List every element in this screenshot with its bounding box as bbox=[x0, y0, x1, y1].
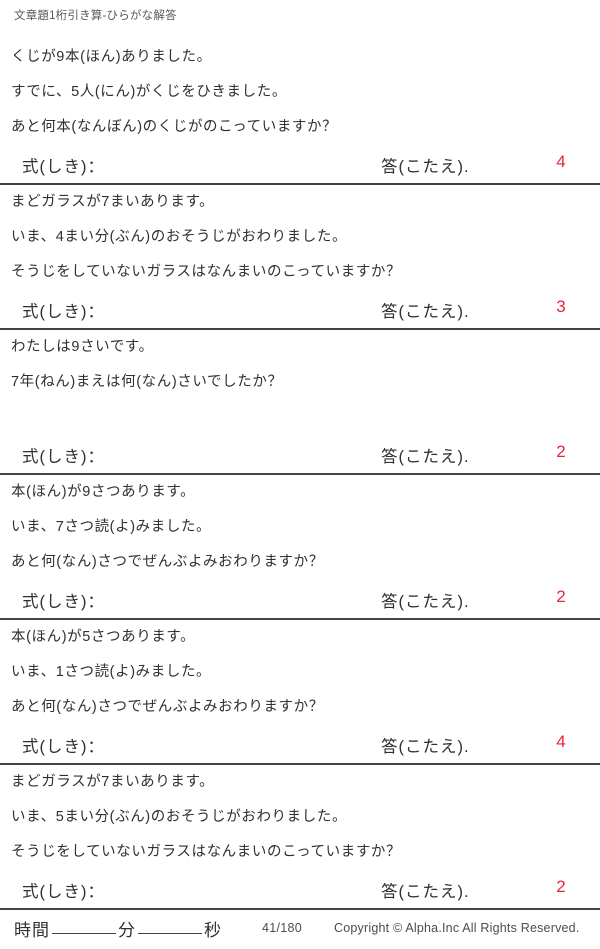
answer-row: 式(しき)： 答(こたえ). 4 bbox=[0, 147, 600, 185]
question-line: そうじをしていないガラスはなんまいのこっていますか？ bbox=[11, 844, 402, 860]
formula-label: 式(しき)： bbox=[22, 303, 105, 321]
question-line: そうじをしていないガラスはなんまいのこっていますか？ bbox=[11, 264, 402, 280]
question-text: 本(ほん)が5さつあります。いま、1さつ読(よ)みました。あと何(なん)さつでぜ… bbox=[0, 620, 600, 727]
answer-row: 式(しき)： 答(こたえ). 4 bbox=[0, 727, 600, 765]
answer-row: 式(しき)： 答(こたえ). 2 bbox=[0, 437, 600, 475]
formula-label: 式(しき)： bbox=[22, 448, 105, 466]
answer-row: 式(しき)： 答(こたえ). 2 bbox=[0, 582, 600, 620]
seconds-blank[interactable] bbox=[138, 933, 202, 934]
answer-value: 4 bbox=[556, 152, 566, 171]
time-record-field: 時間 分 秒 bbox=[14, 916, 222, 941]
copyright-notice: Copyright © Alpha.Inc All Rights Reserve… bbox=[334, 921, 580, 935]
problem-block: わたしは9さいです。 7年(ねん)まえは何(なん)さいでしたか？ 式(しき)： 答(こ… bbox=[0, 330, 600, 475]
answer-label: 答(こたえ). bbox=[381, 738, 470, 756]
question-line: あと何(なん)さつでぜんぶよみおわりますか？ bbox=[11, 699, 324, 715]
question-text: まどガラスが7まいあります。いま、5まい分(ぶん)のおそうじがおわりました。そう… bbox=[0, 765, 600, 872]
answer-row: 式(しき)： 答(こたえ). 2 bbox=[0, 872, 600, 910]
question-line: いま、4まい分(ぶん)のおそうじがおわりました。 bbox=[11, 229, 348, 245]
answer-label: 答(こたえ). bbox=[381, 883, 470, 901]
answer-label: 答(こたえ). bbox=[381, 303, 470, 321]
question-line: 本(ほん)が5さつあります。 bbox=[11, 629, 196, 645]
page-number: 41/180 bbox=[262, 921, 303, 935]
problem-list: くじが9本(ほん)ありました。すでに、5人(にん)がくじをひきました。あと何本(… bbox=[0, 40, 600, 910]
answer-value: 2 bbox=[556, 442, 566, 461]
minutes-blank[interactable] bbox=[52, 933, 116, 934]
question-line: まどガラスが7まいあります。 bbox=[11, 194, 215, 210]
formula-label: 式(しき)： bbox=[22, 593, 105, 611]
formula-label: 式(しき)： bbox=[22, 738, 105, 756]
seconds-label: 秒 bbox=[204, 921, 222, 940]
formula-label: 式(しき)： bbox=[22, 158, 105, 176]
question-line: 7年(ねん)まえは何(なん)さいでしたか？ bbox=[11, 374, 283, 390]
answer-value: 3 bbox=[556, 297, 566, 316]
problem-block: 本(ほん)が9さつあります。いま、7さつ読(よ)みました。あと何(なん)さつでぜ… bbox=[0, 475, 600, 620]
question-line: いま、1さつ読(よ)みました。 bbox=[11, 664, 212, 680]
answer-label: 答(こたえ). bbox=[381, 448, 470, 466]
answer-value: 2 bbox=[556, 587, 566, 606]
formula-label: 式(しき)： bbox=[22, 883, 105, 901]
question-line: いま、5まい分(ぶん)のおそうじがおわりました。 bbox=[11, 809, 348, 825]
answer-value: 4 bbox=[556, 732, 566, 751]
problem-block: 本(ほん)が5さつあります。いま、1さつ読(よ)みました。あと何(なん)さつでぜ… bbox=[0, 620, 600, 765]
question-text: まどガラスが7まいあります。いま、4まい分(ぶん)のおそうじがおわりました。そう… bbox=[0, 185, 600, 292]
problem-block: くじが9本(ほん)ありました。すでに、5人(にん)がくじをひきました。あと何本(… bbox=[0, 40, 600, 185]
minutes-label: 分 bbox=[118, 921, 136, 940]
page-title: 文章題1桁引き算-ひらがな解答 bbox=[14, 10, 177, 22]
question-line: あと何本(なんぼん)のくじがのこっていますか？ bbox=[11, 119, 338, 135]
question-line: まどガラスが7まいあります。 bbox=[11, 774, 215, 790]
question-text: 本(ほん)が9さつあります。いま、7さつ読(よ)みました。あと何(なん)さつでぜ… bbox=[0, 475, 600, 582]
answer-label: 答(こたえ). bbox=[381, 158, 470, 176]
question-text: わたしは9さいです。 7年(ねん)まえは何(なん)さいでしたか？ bbox=[0, 330, 600, 437]
time-label: 時間 bbox=[14, 921, 50, 940]
problem-block: まどガラスが7まいあります。いま、4まい分(ぶん)のおそうじがおわりました。そう… bbox=[0, 185, 600, 330]
answer-row: 式(しき)： 答(こたえ). 3 bbox=[0, 292, 600, 330]
problem-block: まどガラスが7まいあります。いま、5まい分(ぶん)のおそうじがおわりました。そう… bbox=[0, 765, 600, 910]
question-text: くじが9本(ほん)ありました。すでに、5人(にん)がくじをひきました。あと何本(… bbox=[0, 40, 600, 147]
question-line bbox=[0, 400, 600, 435]
question-line: いま、7さつ読(よ)みました。 bbox=[11, 519, 212, 535]
question-line: すでに、5人(にん)がくじをひきました。 bbox=[11, 84, 287, 100]
question-line: あと何(なん)さつでぜんぶよみおわりますか？ bbox=[11, 554, 324, 570]
question-line: わたしは9さいです。 bbox=[11, 339, 154, 355]
page-footer: 時間 分 秒 41/180 Copyright © Alpha.Inc All Ri… bbox=[0, 912, 600, 949]
question-line: くじが9本(ほん)ありました。 bbox=[11, 49, 212, 65]
question-line: 本(ほん)が9さつあります。 bbox=[11, 484, 196, 500]
answer-value: 2 bbox=[556, 877, 566, 896]
answer-label: 答(こたえ). bbox=[381, 593, 470, 611]
